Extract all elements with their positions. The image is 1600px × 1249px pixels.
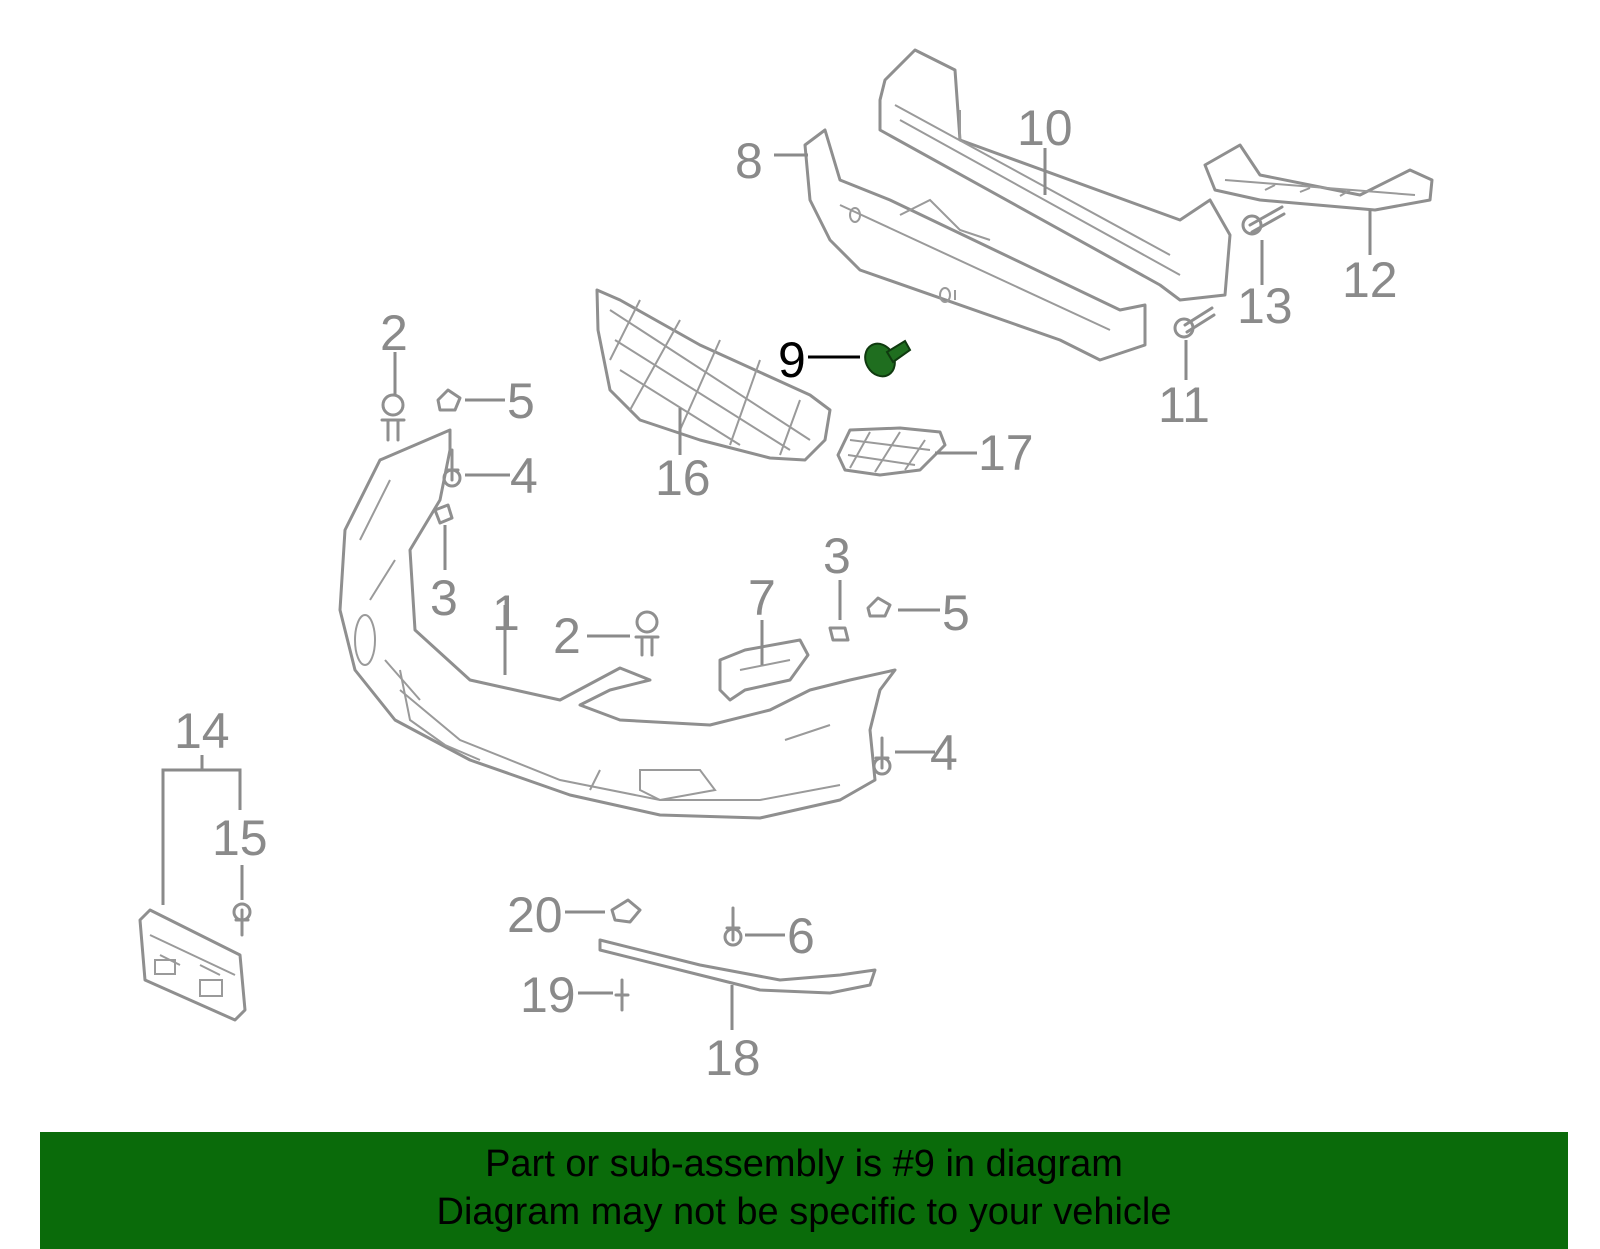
part-17-side-grille	[836, 426, 947, 477]
info-banner: Part or sub-assembly is #9 in diagram Di…	[40, 1132, 1568, 1249]
parts-diagram: 1 2 2 3 3 4 4 5 5 6 7 8 9 10 11 12 13 14…	[138, 48, 1434, 1086]
callout-20: 20	[507, 887, 563, 943]
callout-8: 8	[735, 133, 763, 189]
callout-3b: 3	[823, 528, 851, 584]
callout-12: 12	[1342, 252, 1398, 308]
callout-15: 15	[212, 810, 268, 866]
callout-14: 14	[174, 703, 230, 759]
fastener-5b	[866, 596, 892, 618]
callout-labels: 1 2 2 3 3 4 4 5 5 6 7 8 9 10 11 12 13 14…	[174, 100, 1398, 1086]
fastener-3a	[433, 503, 454, 525]
callout-13: 13	[1237, 278, 1293, 334]
fastener-2b	[634, 610, 660, 657]
fastener-19	[614, 978, 630, 1012]
part-14-license-bracket	[138, 908, 247, 1022]
part-11-bolt	[1173, 306, 1216, 339]
part-16-grille	[595, 288, 832, 462]
banner-line-2: Diagram may not be specific to your vehi…	[436, 1191, 1172, 1233]
part-9-clip-highlighted	[864, 339, 912, 378]
callout-4a: 4	[510, 448, 538, 504]
fastener-4a	[442, 448, 462, 488]
fastener-2a	[380, 393, 406, 442]
part-12-bracket	[1203, 143, 1434, 212]
part-18-lower-trim	[598, 938, 877, 995]
callout-10: 10	[1017, 100, 1073, 156]
callout-2a: 2	[380, 305, 408, 361]
callout-18: 18	[705, 1030, 761, 1086]
fastener-5a	[436, 388, 462, 412]
callout-1: 1	[492, 585, 520, 641]
part-1-bumper-cover	[338, 428, 897, 820]
part-10-reinforcement	[878, 48, 1232, 302]
callout-7: 7	[748, 570, 776, 626]
callout-9: 9	[778, 332, 806, 388]
banner-line-1: Part or sub-assembly is #9 in diagram	[485, 1143, 1123, 1185]
fastener-20	[610, 898, 642, 924]
fastener-3b	[828, 626, 850, 642]
fastener-4b	[872, 736, 892, 776]
callout-5a: 5	[507, 373, 535, 429]
callout-17: 17	[978, 425, 1034, 481]
callout-4b: 4	[930, 725, 958, 781]
leader-lines	[161, 148, 1372, 1030]
callout-2b: 2	[553, 608, 581, 664]
part-13-bolt	[1241, 205, 1286, 236]
fastener-15	[232, 902, 252, 937]
part-7-bracket	[718, 638, 810, 702]
fastener-6	[723, 906, 743, 947]
callout-3a: 3	[430, 570, 458, 626]
part-8-absorber	[803, 128, 1147, 362]
callout-11: 11	[1158, 377, 1210, 433]
callout-16: 16	[655, 450, 711, 506]
callout-5b: 5	[942, 585, 970, 641]
callout-19: 19	[520, 967, 576, 1023]
callout-6: 6	[787, 908, 815, 964]
